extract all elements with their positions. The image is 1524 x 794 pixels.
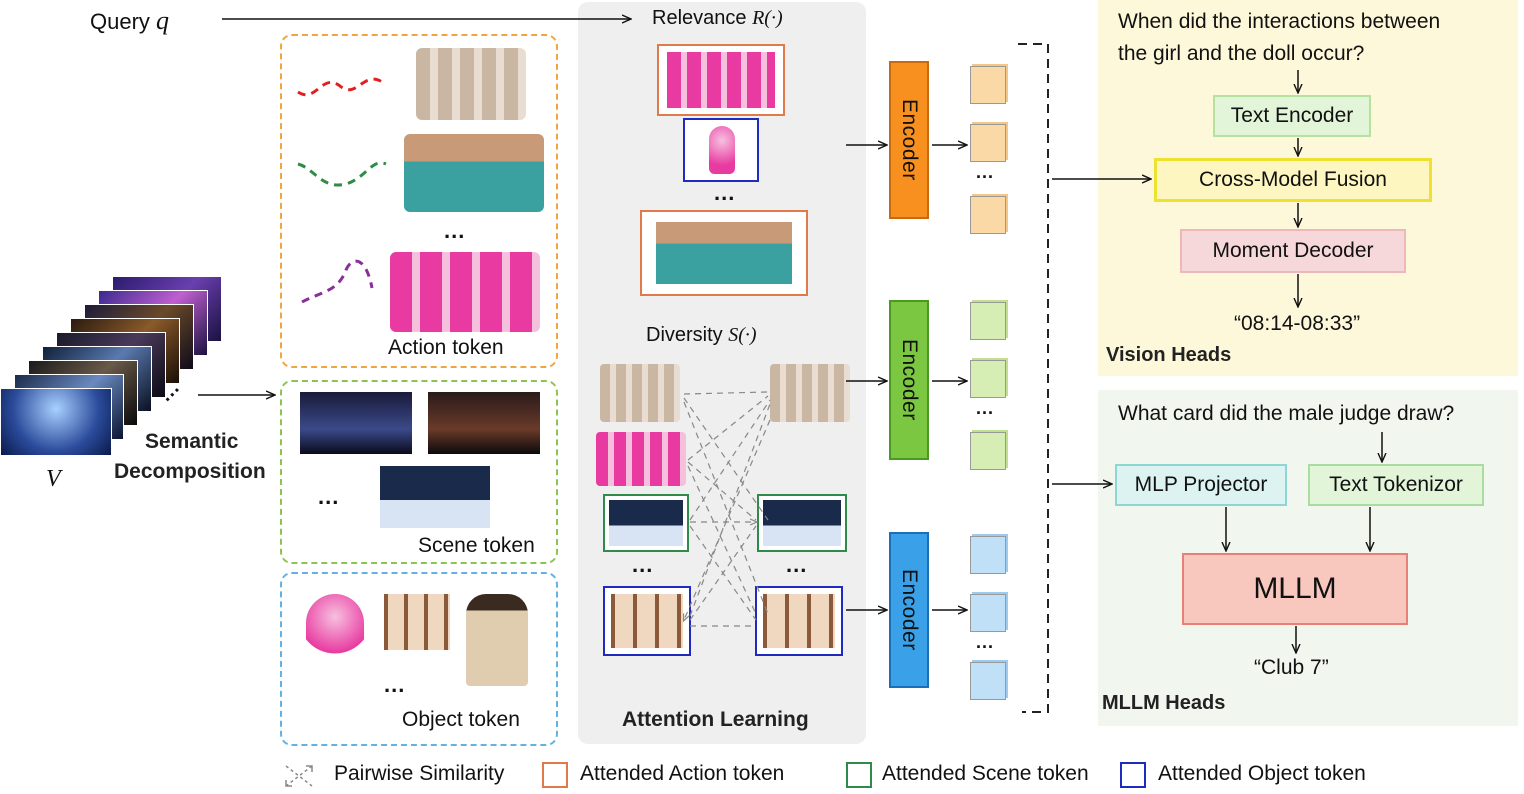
- encoder-object: Encoder: [889, 532, 929, 688]
- relevance-label: Relevance R(·): [652, 7, 783, 29]
- diversity-left-suits: [600, 364, 680, 422]
- diversity-left-attended-scene: [603, 494, 689, 552]
- action-thumb-group-suits: [416, 48, 526, 120]
- diversity-right-scene-img: [763, 500, 841, 546]
- mllm-answer: “Club 7”: [1254, 656, 1329, 679]
- feature-ellipsis: ...: [976, 398, 995, 418]
- object-token-label: Object token: [402, 708, 520, 731]
- encoder-action: Encoder: [889, 61, 929, 219]
- feature-cube: [970, 66, 1006, 104]
- attention-title: Attention Learning: [622, 708, 809, 731]
- object-token-box: [280, 572, 558, 746]
- legend-scene-swatch: [846, 762, 872, 788]
- feature-cube: [970, 432, 1006, 470]
- encoder-scene: Encoder: [889, 300, 929, 460]
- relevance-thumb-doll: [709, 126, 735, 174]
- relevance-symbol: R(·): [752, 7, 783, 29]
- legend-action-swatch: [542, 762, 568, 788]
- legend-action-label: Attended Action token: [580, 762, 785, 785]
- action-token-label: Action token: [388, 336, 504, 359]
- text-tokenizor-node: Text Tokenizor: [1308, 464, 1484, 506]
- vision-answer: “08:14-08:33”: [1234, 312, 1361, 335]
- feature-ellipsis: ...: [976, 632, 995, 652]
- pairwise-similarity-icon: [285, 765, 313, 787]
- object-ellipsis: ...: [384, 672, 406, 697]
- object-thumb-cards: [384, 594, 450, 650]
- diversity-label: Diversity S(·): [646, 324, 757, 346]
- video-frame-front: [0, 388, 112, 456]
- legend-object-swatch: [1120, 762, 1146, 788]
- feature-cube: [970, 124, 1006, 162]
- diversity-right-ellipsis: ...: [786, 552, 808, 577]
- relevance-thumb-boys: [656, 222, 792, 284]
- relevance-thumb-dolls: [667, 52, 775, 108]
- relevance-attended-action-1: [657, 44, 785, 116]
- features-object: ...: [970, 536, 1010, 706]
- feature-cube: [970, 196, 1006, 234]
- mllm-question: What card did the male judge draw?: [1118, 402, 1455, 425]
- features-action: ...: [970, 66, 1010, 236]
- action-ellipsis: ...: [444, 218, 466, 243]
- diversity-right-object-img: [763, 594, 835, 648]
- query-label: Query q: [90, 6, 170, 35]
- feature-ellipsis: ...: [976, 162, 995, 182]
- scene-token-box: [280, 380, 558, 564]
- mllm-heads-title: MLLM Heads: [1102, 692, 1226, 714]
- vision-heads-title: Vision Heads: [1106, 344, 1232, 366]
- decomposition-line2: Decomposition: [114, 460, 266, 483]
- legend-object-label: Attended Object token: [1158, 762, 1366, 785]
- text-encoder-node: Text Encoder: [1213, 95, 1371, 137]
- legend: Pairwise Similarity Attended Action toke…: [282, 760, 1402, 790]
- relevance-attended-object: [683, 118, 759, 182]
- action-thumb-boys-cards: [404, 134, 544, 212]
- scene-ellipsis: ...: [318, 484, 340, 509]
- feature-cube: [970, 594, 1006, 632]
- moment-decoder-node: Moment Decoder: [1180, 229, 1406, 273]
- feature-cube: [970, 360, 1006, 398]
- query-symbol: q: [156, 6, 170, 35]
- vision-question-line2: the girl and the doll occur?: [1118, 42, 1365, 65]
- action-token-box: [280, 34, 558, 368]
- scene-thumb-judges: [380, 466, 490, 528]
- diversity-left-ellipsis: ...: [632, 552, 654, 577]
- relevance-attended-action-2: [640, 210, 808, 296]
- object-thumb-judge: [466, 594, 528, 686]
- scene-thumb-stage: [300, 392, 412, 454]
- decomposition-line1: Semantic: [145, 430, 239, 453]
- action-thumb-dolls-girl: [390, 252, 540, 332]
- diversity-symbol: S(·): [728, 324, 757, 346]
- diversity-left-attended-object: [603, 586, 691, 656]
- cross-model-fusion-node: Cross-Model Fusion: [1154, 158, 1432, 202]
- mllm-node: MLLM: [1182, 553, 1408, 625]
- vision-question-line1: When did the interactions between: [1118, 10, 1441, 33]
- diversity-left-scene-img: [609, 500, 683, 546]
- features-scene: ...: [970, 302, 1010, 474]
- diversity-left-object-img: [611, 594, 683, 648]
- legend-scene-label: Attended Scene token: [882, 762, 1089, 785]
- legend-pairwise-label: Pairwise Similarity: [334, 762, 505, 785]
- video-frames-stack: ...: [0, 270, 230, 460]
- video-symbol: V: [46, 466, 61, 492]
- scene-token-label: Scene token: [418, 534, 535, 557]
- feature-cube: [970, 302, 1006, 340]
- diversity-right-attended-object: [755, 586, 843, 656]
- features-bracket: [1018, 43, 1049, 713]
- relevance-ellipsis: ...: [714, 180, 736, 205]
- diversity-left-dolls: [596, 432, 686, 486]
- diversity-right-attended-scene: [757, 494, 847, 552]
- feature-cube: [970, 536, 1006, 574]
- scene-thumb-hall: [428, 392, 540, 454]
- object-thumb-doll: [306, 594, 364, 670]
- mlp-projector-node: MLP Projector: [1115, 464, 1287, 506]
- feature-cube: [970, 662, 1006, 700]
- diversity-right-suits: [770, 364, 850, 422]
